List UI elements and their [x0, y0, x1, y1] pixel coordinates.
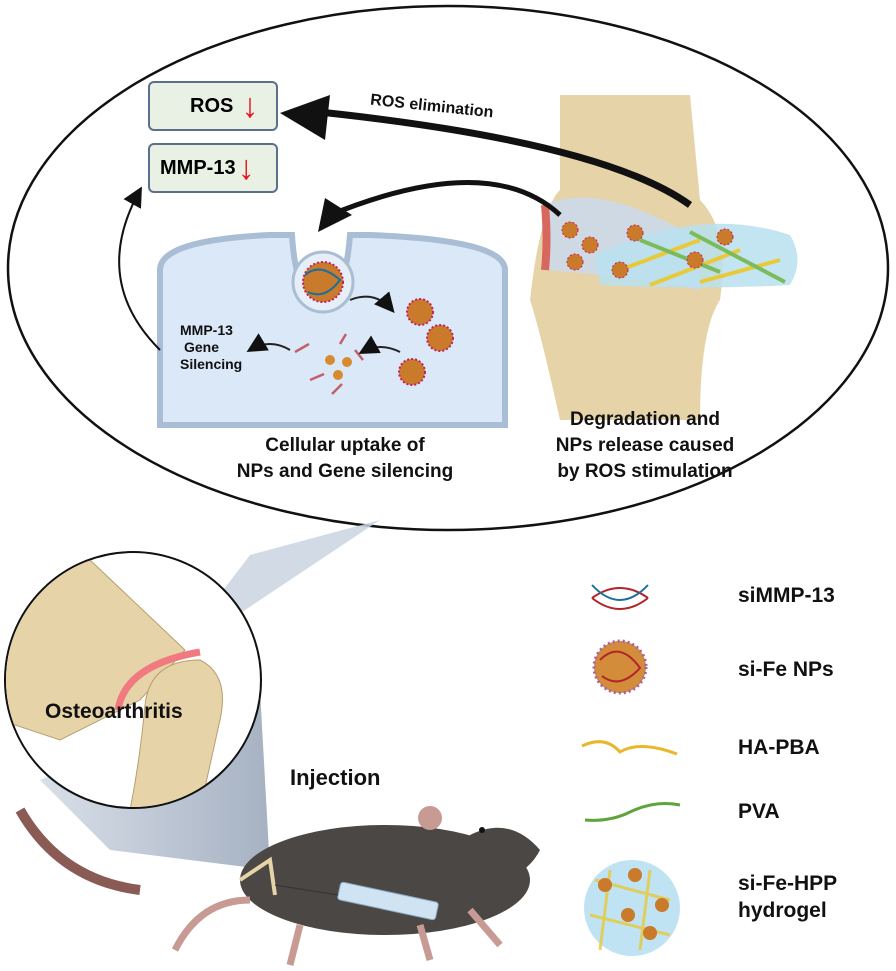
- mmp13-result-box: MMP-13 ↓: [148, 143, 278, 193]
- uptake-arrow: [349, 291, 395, 314]
- knee-joint-illustration: [530, 95, 798, 420]
- ros-label: ROS: [190, 94, 234, 117]
- cell-caption: Cellular uptake of NPs and Gene silencin…: [200, 433, 490, 485]
- ha-pba-chain-icon: [581, 740, 678, 756]
- caption-line: NPs and Gene silencing: [236, 461, 454, 482]
- silencing-to-mmp-arrow: [118, 186, 161, 351]
- sirna-helix-icon: [591, 584, 649, 610]
- pva-chain-icon: [584, 802, 681, 822]
- ros-elimination-arrow: [299, 106, 693, 208]
- cell-note-line: Gene: [184, 339, 220, 355]
- osteoarthritis-magnifier: [4, 551, 262, 895]
- osteoarthritis-label: Osteoarthritis: [45, 700, 183, 723]
- caption-line: Cellular uptake of: [265, 435, 425, 456]
- caption-line: NPs release caused: [555, 435, 735, 456]
- nanoparticle-icon: [592, 639, 648, 695]
- nanoparticle: [302, 261, 344, 303]
- injection-label: Injection: [290, 765, 381, 790]
- down-arrow-icon: ↓: [241, 87, 259, 125]
- cell-note-line: MMP-13: [180, 322, 233, 338]
- mmp13-label: MMP-13: [160, 156, 236, 179]
- released-nanoparticles: [398, 298, 454, 386]
- release-arrow: [358, 335, 401, 354]
- legend-label-line: si-Fe-HPP: [738, 872, 838, 895]
- legend-label: HA-PBA: [738, 736, 820, 759]
- legend-label: PVA: [738, 800, 780, 823]
- legend-label-line: hydrogel: [738, 899, 827, 922]
- caption-line: by ROS stimulation: [557, 461, 733, 482]
- silencing-arrow: [246, 333, 291, 353]
- legend-label: si-Fe NPs: [738, 658, 834, 681]
- down-arrow-icon: ↓: [237, 149, 255, 187]
- uptake-curved-arrow: [329, 180, 562, 218]
- caption-line: Degradation and: [570, 409, 720, 430]
- free-sirna-and-fe: [294, 333, 364, 395]
- knee-caption: Degradation and NPs release caused by RO…: [515, 407, 775, 485]
- cell-note: MMP-13 Gene Silencing: [180, 322, 242, 373]
- legend-label: si-Fe-HPP hydrogel: [738, 870, 837, 924]
- cell-note-line: Silencing: [180, 356, 243, 372]
- uptake-arrowhead: [318, 198, 352, 232]
- ros-result-box: ROS ↓: [148, 81, 278, 131]
- hydrogel-icon: [584, 860, 680, 956]
- legend-label: siMMP-13: [738, 584, 835, 607]
- ros-arrowhead: [280, 95, 330, 140]
- mouse-illustration: [171, 806, 540, 966]
